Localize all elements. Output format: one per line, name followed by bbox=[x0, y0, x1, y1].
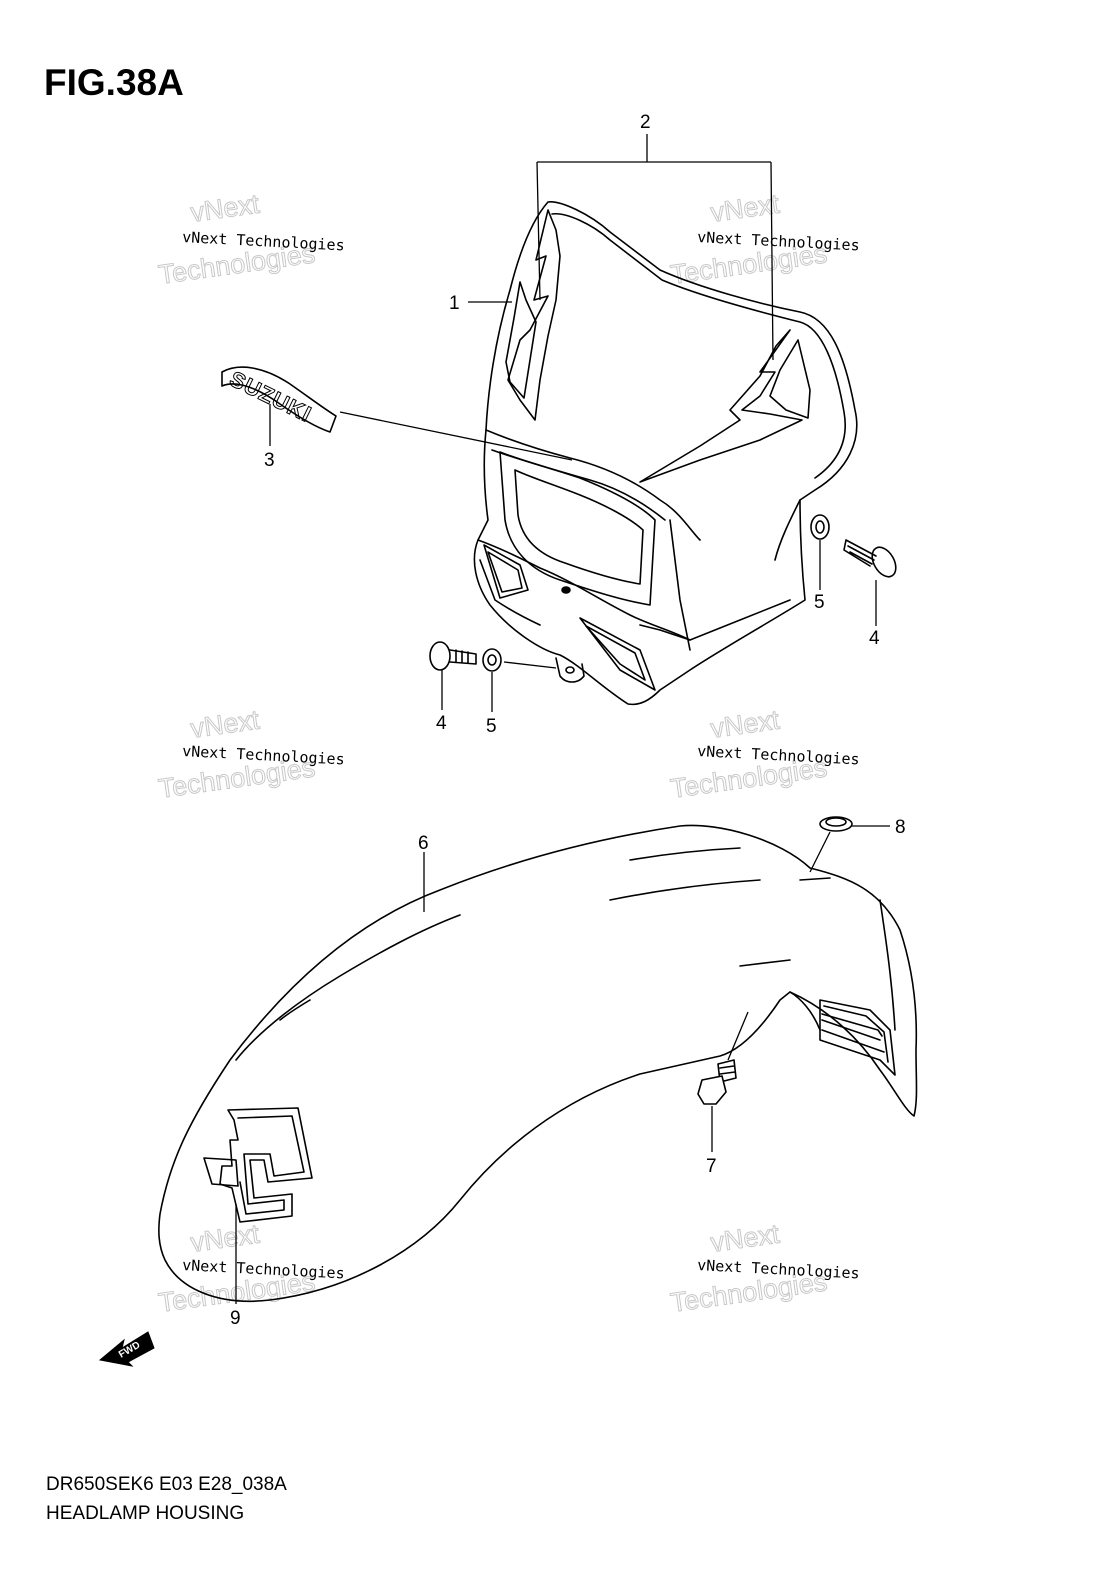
callout-7: 7 bbox=[706, 1156, 717, 1177]
watermark-logo-word: vNext bbox=[709, 1219, 782, 1258]
callout-4-right: 4 bbox=[869, 628, 880, 649]
callout-2: 2 bbox=[640, 112, 651, 133]
callout-5-right: 5 bbox=[814, 592, 825, 613]
watermark-mid-left: vNext Technologies vNext Technologies bbox=[156, 704, 345, 804]
diagram-section-name: HEADLAMP HOUSING bbox=[46, 1503, 245, 1524]
fender-grommet bbox=[819, 816, 853, 832]
callout-1: 1 bbox=[449, 293, 460, 314]
fwd-arrow-icon: FWD bbox=[98, 1331, 155, 1367]
watermark-bottom-right: vNext Technologies vNext Technologies bbox=[668, 1218, 860, 1318]
figure-title: FIG.38A bbox=[44, 62, 184, 103]
screw-left bbox=[429, 641, 477, 671]
fender-bolt bbox=[697, 1059, 737, 1105]
suzuki-decal: SUZUKI bbox=[221, 366, 337, 433]
watermark-mid-right: vNext Technologies vNext Technologies bbox=[668, 704, 860, 804]
callout-3: 3 bbox=[264, 450, 275, 471]
callout-5-left: 5 bbox=[486, 716, 497, 737]
watermark-logo-word: vNext bbox=[189, 1219, 262, 1258]
callout-8: 8 bbox=[895, 817, 906, 838]
watermark-logo-word: vNext bbox=[709, 705, 782, 744]
leader-lines bbox=[235, 134, 890, 1304]
watermark-logo-word: vNext bbox=[189, 705, 262, 744]
watermark-bottom-left: vNext Technologies vNext Technologies bbox=[156, 1218, 345, 1318]
watermark-top-right: vNext Technologies vNext Technologies bbox=[668, 188, 860, 290]
washer-right bbox=[810, 514, 830, 540]
diagram-code: DR650SEK6 E03 E28_038A bbox=[46, 1474, 287, 1495]
front-fender bbox=[158, 824, 918, 1303]
callout-6: 6 bbox=[418, 833, 429, 854]
washer-left bbox=[482, 648, 502, 672]
watermark-top-left: vNext Technologies vNext Technologies bbox=[156, 188, 345, 290]
watermark-logo-word: vNext bbox=[189, 189, 262, 228]
headlamp-housing bbox=[473, 201, 858, 706]
callout-4-left: 4 bbox=[436, 713, 447, 734]
callout-9: 9 bbox=[230, 1308, 241, 1329]
screw-right bbox=[843, 539, 897, 578]
